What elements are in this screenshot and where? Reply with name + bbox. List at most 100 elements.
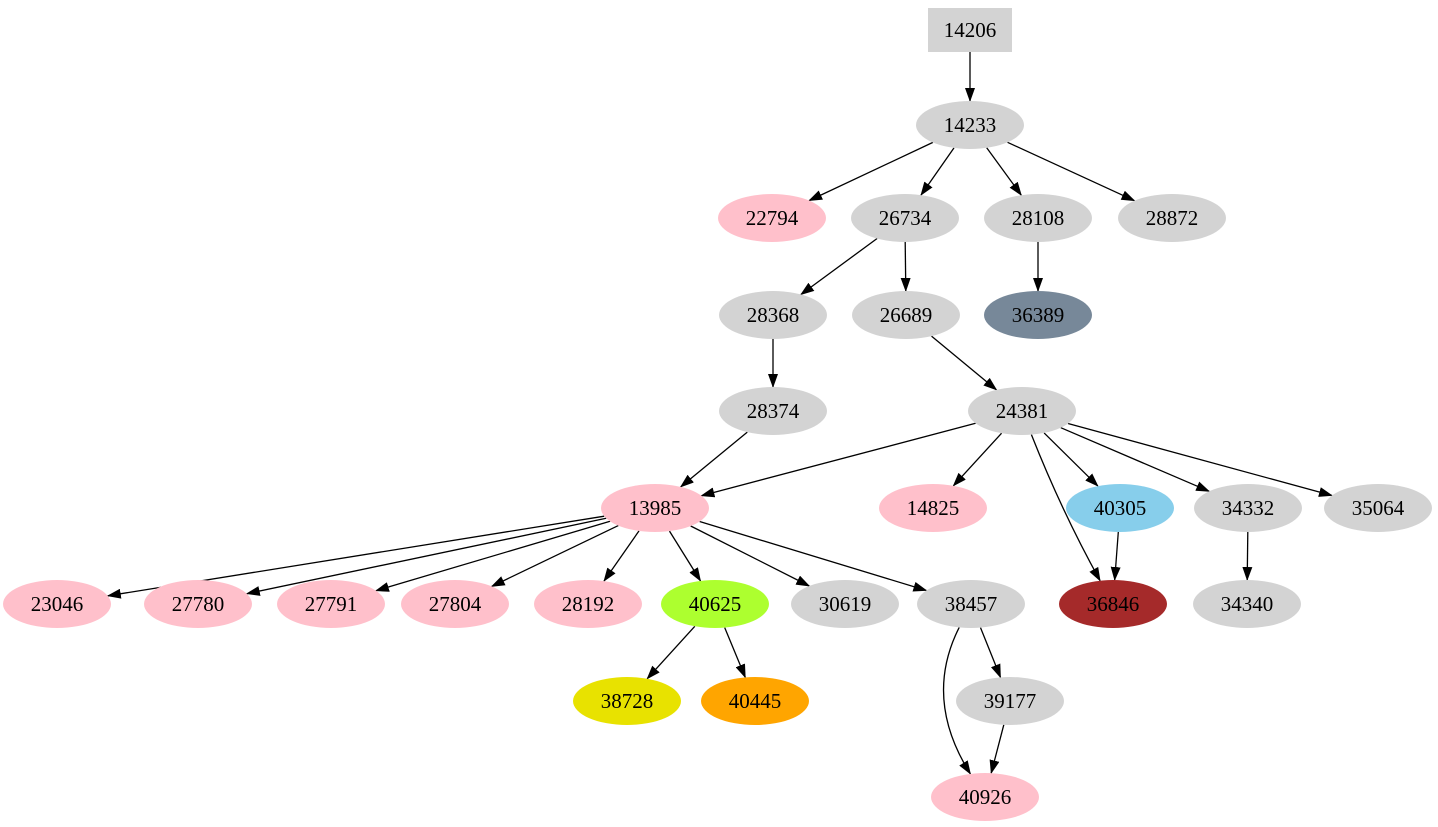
- node-label-36389: 36389: [1012, 303, 1065, 327]
- edge-28374-to-13985: [679, 431, 748, 488]
- node-label-26689: 26689: [880, 303, 933, 327]
- node-27804[interactable]: 27804: [401, 580, 509, 628]
- edge-40625-to-38728: [646, 625, 696, 680]
- node-28192[interactable]: 28192: [534, 580, 642, 628]
- node-label-27780: 27780: [172, 592, 225, 616]
- node-ellipse-28192[interactable]: [534, 580, 642, 628]
- node-ellipse-22794[interactable]: [718, 194, 826, 242]
- edge-13985-to-30619: [690, 525, 811, 587]
- edge-39177-to-40926: [989, 724, 1005, 775]
- node-ellipse-24381[interactable]: [968, 387, 1076, 435]
- node-ellipse-40625[interactable]: [661, 580, 769, 628]
- node-28872[interactable]: 28872: [1118, 194, 1226, 242]
- node-40625[interactable]: 40625: [661, 580, 769, 628]
- node-box-14206[interactable]: [928, 8, 1012, 52]
- edge-14233-to-22794: [808, 141, 934, 202]
- node-ellipse-38457[interactable]: [917, 580, 1025, 628]
- node-ellipse-30619[interactable]: [791, 580, 899, 628]
- edge-24381-to-36846: [1030, 434, 1101, 582]
- node-40445[interactable]: 40445: [701, 677, 809, 725]
- node-label-28374: 28374: [747, 399, 800, 423]
- edge-24381-to-34332: [1060, 427, 1211, 492]
- edge-13985-to-38457: [699, 520, 928, 592]
- node-ellipse-40445[interactable]: [701, 677, 809, 725]
- edge-38457-to-39177: [979, 627, 1002, 679]
- node-label-40445: 40445: [729, 689, 782, 713]
- edge-24381-to-35064: [1067, 422, 1333, 497]
- node-40926[interactable]: 40926: [931, 773, 1039, 821]
- node-label-24381: 24381: [996, 399, 1049, 423]
- node-label-22794: 22794: [746, 206, 799, 230]
- node-13985[interactable]: 13985: [601, 484, 709, 532]
- node-ellipse-34340[interactable]: [1193, 580, 1301, 628]
- node-ellipse-36389[interactable]: [984, 291, 1092, 339]
- node-label-28872: 28872: [1146, 206, 1199, 230]
- edge-13985-to-27791: [374, 520, 611, 592]
- node-label-14206: 14206: [944, 18, 997, 42]
- node-27791[interactable]: 27791: [277, 580, 385, 628]
- node-ellipse-28374[interactable]: [719, 387, 827, 435]
- node-label-27804: 27804: [429, 592, 482, 616]
- node-ellipse-27791[interactable]: [277, 580, 385, 628]
- node-34332[interactable]: 34332: [1194, 484, 1302, 532]
- node-ellipse-28368[interactable]: [719, 291, 827, 339]
- edge-14233-to-28108: [986, 147, 1022, 197]
- node-27780[interactable]: 27780: [144, 580, 252, 628]
- node-ellipse-40305[interactable]: [1066, 484, 1174, 532]
- node-26734[interactable]: 26734: [851, 194, 959, 242]
- node-36389[interactable]: 36389: [984, 291, 1092, 339]
- node-35064[interactable]: 35064: [1324, 484, 1432, 532]
- node-ellipse-26689[interactable]: [852, 291, 960, 339]
- node-ellipse-28108[interactable]: [984, 194, 1092, 242]
- node-39177[interactable]: 39177: [956, 677, 1064, 725]
- node-label-36846: 36846: [1087, 592, 1140, 616]
- node-label-35064: 35064: [1352, 496, 1405, 520]
- node-14233[interactable]: 14233: [916, 101, 1024, 149]
- node-30619[interactable]: 30619: [791, 580, 899, 628]
- node-ellipse-23046[interactable]: [3, 580, 111, 628]
- node-23046[interactable]: 23046: [3, 580, 111, 628]
- node-34340[interactable]: 34340: [1193, 580, 1301, 628]
- node-ellipse-26734[interactable]: [851, 194, 959, 242]
- node-14206[interactable]: 14206: [928, 8, 1012, 52]
- node-28108[interactable]: 28108: [984, 194, 1092, 242]
- node-ellipse-34332[interactable]: [1194, 484, 1302, 532]
- node-label-34340: 34340: [1221, 592, 1274, 616]
- edge-24381-to-40305: [1043, 432, 1099, 487]
- node-ellipse-39177[interactable]: [956, 677, 1064, 725]
- node-26689[interactable]: 26689: [852, 291, 960, 339]
- edge-13985-to-27780: [245, 517, 607, 596]
- node-28368[interactable]: 28368: [719, 291, 827, 339]
- node-label-39177: 39177: [984, 689, 1037, 713]
- node-ellipse-27804[interactable]: [401, 580, 509, 628]
- node-ellipse-27780[interactable]: [144, 580, 252, 628]
- edge-38457-to-40926: [942, 627, 971, 775]
- node-ellipse-14825[interactable]: [879, 484, 987, 532]
- node-38457[interactable]: 38457: [917, 580, 1025, 628]
- node-36846[interactable]: 36846: [1059, 580, 1167, 628]
- node-22794[interactable]: 22794: [718, 194, 826, 242]
- node-ellipse-14233[interactable]: [916, 101, 1024, 149]
- node-label-27791: 27791: [305, 592, 358, 616]
- node-14825[interactable]: 14825: [879, 484, 987, 532]
- edge-14233-to-26734: [920, 147, 955, 196]
- node-38728[interactable]: 38728: [573, 677, 681, 725]
- edge-26689-to-24381: [931, 335, 998, 391]
- node-label-14233: 14233: [944, 113, 997, 137]
- node-label-34332: 34332: [1222, 496, 1275, 520]
- node-ellipse-38728[interactable]: [573, 677, 681, 725]
- node-24381[interactable]: 24381: [968, 387, 1076, 435]
- node-40305[interactable]: 40305: [1066, 484, 1174, 532]
- edge-13985-to-28192: [603, 530, 640, 582]
- node-ellipse-28872[interactable]: [1118, 194, 1226, 242]
- edge-13985-to-40625: [668, 530, 702, 582]
- node-ellipse-35064[interactable]: [1324, 484, 1432, 532]
- node-label-26734: 26734: [879, 206, 932, 230]
- node-ellipse-36846[interactable]: [1059, 580, 1167, 628]
- node-ellipse-13985[interactable]: [601, 484, 709, 532]
- node-label-40305: 40305: [1094, 496, 1147, 520]
- node-ellipse-40926[interactable]: [931, 773, 1039, 821]
- node-28374[interactable]: 28374: [719, 387, 827, 435]
- node-label-40625: 40625: [689, 592, 742, 616]
